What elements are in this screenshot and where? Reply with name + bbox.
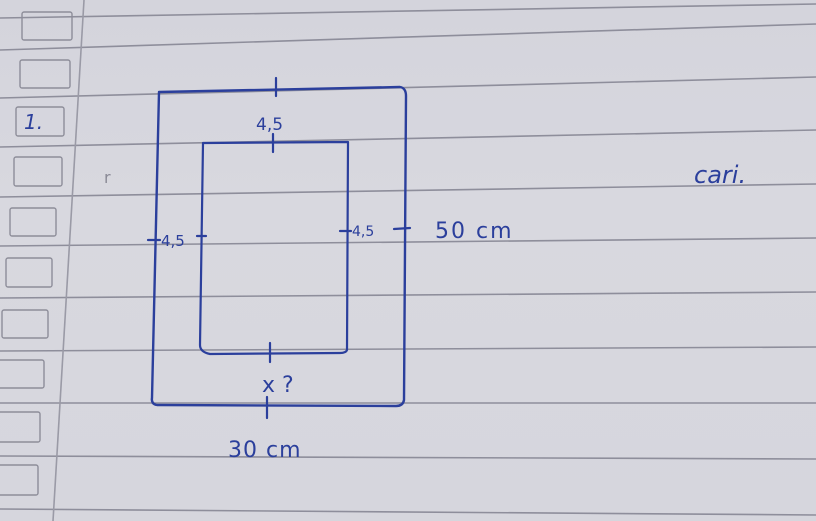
note-text: cari.	[694, 161, 746, 189]
margin-boxes	[0, 11, 73, 496]
inner-rectangle	[198, 140, 350, 356]
label-top-gap: 4,5	[256, 115, 283, 135]
label-bottom-unknown: x ?	[262, 373, 294, 398]
label-right-gap: 4,5	[352, 224, 374, 240]
item-number: 1.	[24, 110, 43, 134]
margin-line	[52, 0, 85, 521]
tick-marks	[146, 76, 412, 420]
label-outer-height: 50 cm	[435, 219, 514, 244]
label-outer-width: 30 cm	[228, 438, 302, 463]
outer-rectangle	[150, 85, 408, 408]
stray-mark: r	[104, 168, 111, 187]
label-left-gap: 4,5	[161, 232, 185, 250]
ruled-lines	[0, 3, 816, 516]
